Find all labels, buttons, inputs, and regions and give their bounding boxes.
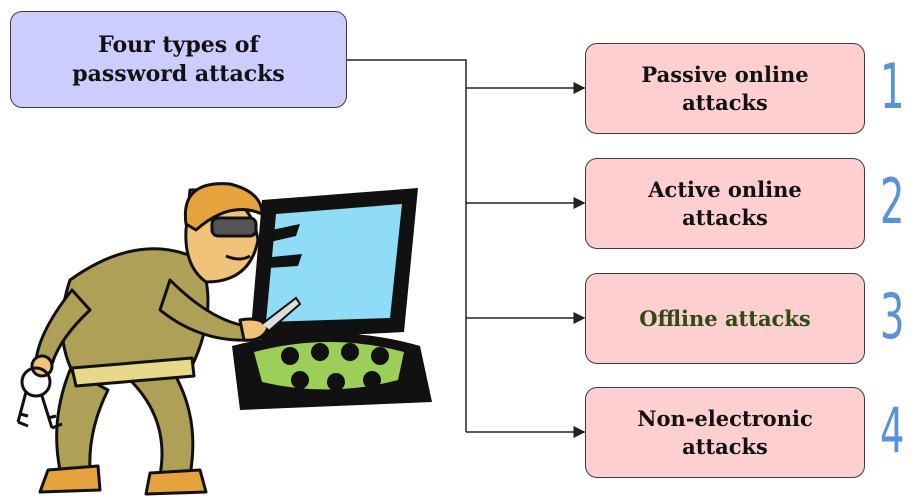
computer-monitor-icon — [250, 188, 418, 358]
attack-label: Offline attacks — [639, 305, 811, 331]
keyboard-icon — [232, 333, 432, 410]
attack-label: Active online attacks — [648, 177, 802, 230]
number-4: 4 — [880, 394, 905, 467]
number-1: 1 — [880, 50, 905, 123]
attack-box-non-electronic: Non-electronic attacks — [585, 387, 865, 478]
attack-label: Non-electronic attacks — [637, 406, 813, 459]
attack-box-active-online: Active online attacks — [585, 158, 865, 249]
title-text: Four types of password attacks — [72, 31, 285, 87]
number-3: 3 — [880, 280, 905, 353]
hacker-illustration — [16, 182, 432, 496]
attack-box-passive-online: Passive online attacks — [585, 43, 865, 134]
attack-label: Passive online attacks — [641, 62, 809, 115]
title-box: Four types of password attacks — [10, 11, 347, 108]
number-2: 2 — [880, 165, 905, 238]
lockpick-icon — [261, 296, 302, 331]
title-connector — [347, 59, 467, 432]
attack-box-offline: Offline attacks — [585, 273, 865, 364]
hacker-figure — [30, 182, 270, 496]
keys-icon — [16, 366, 63, 430]
